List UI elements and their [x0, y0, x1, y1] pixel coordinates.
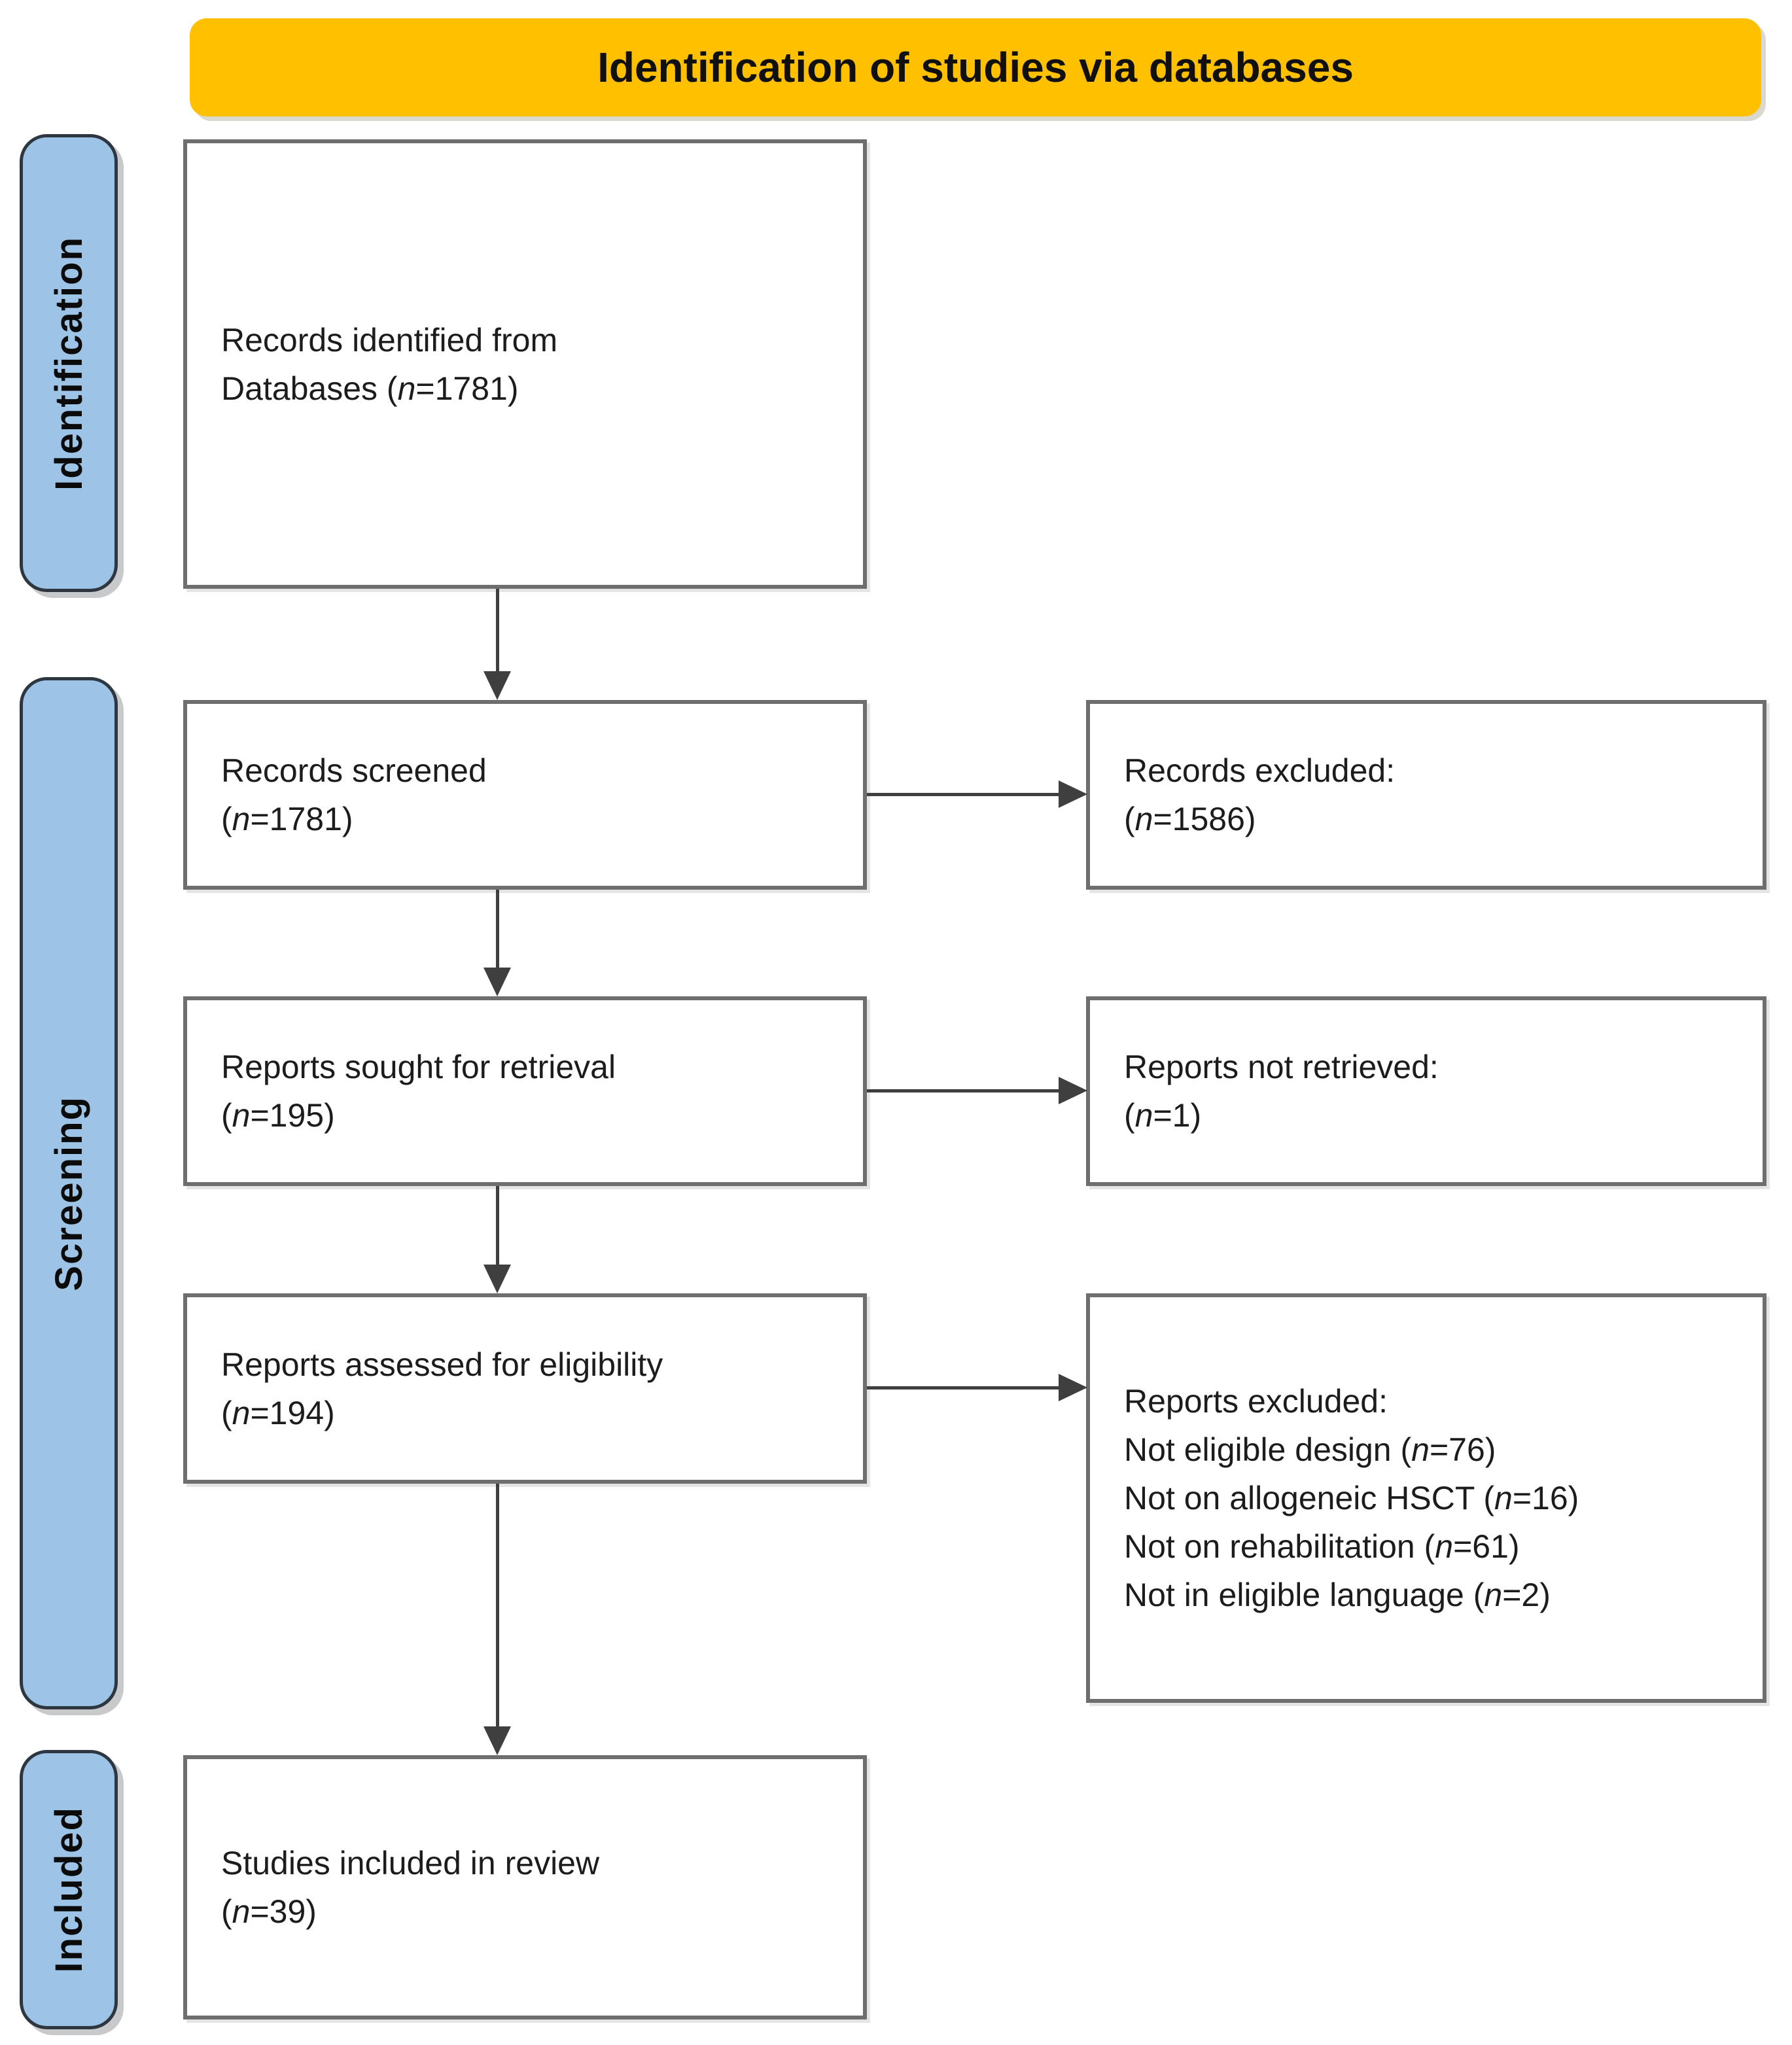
arrowhead-right-icon	[1059, 1077, 1087, 1104]
arrow-line	[867, 1089, 1060, 1092]
arrow-line	[496, 890, 499, 970]
arrow-line	[867, 793, 1060, 796]
box-reports-not-retrieved: Reports not retrieved:(n=1)	[1086, 996, 1766, 1186]
arrowhead-right-icon	[1059, 780, 1087, 808]
box-studies-included-in-review: Studies included in review(n=39)	[183, 1755, 867, 2019]
arrowhead-down-icon	[483, 1726, 511, 1755]
box-reports-excluded: Reports excluded:Not eligible design (n=…	[1086, 1293, 1766, 1703]
box-reports-sought-for-retrieval: Reports sought for retrieval(n=195)	[183, 996, 867, 1186]
box-reports-assessed-for-eligibility: Reports assessed for eligibility(n=194)	[183, 1293, 867, 1484]
stage-label-identification-text: Identification	[47, 236, 90, 491]
stage-label-included: Included	[20, 1750, 118, 2029]
arrow-line	[496, 1186, 499, 1266]
arrow-line	[867, 1386, 1060, 1390]
arrowhead-down-icon	[483, 671, 511, 700]
box-records-excluded: Records excluded:(n=1586)	[1086, 700, 1766, 890]
stage-label-screening-text: Screening	[47, 1095, 90, 1291]
banner-identification-via-databases: Identification of studies via databases	[190, 18, 1761, 116]
stage-label-identification: Identification	[20, 134, 118, 592]
stage-label-screening: Screening	[20, 677, 118, 1709]
box-records-screened: Records screened(n=1781)	[183, 700, 867, 890]
arrowhead-down-icon	[483, 968, 511, 996]
arrow-line	[496, 1484, 499, 1728]
arrowhead-down-icon	[483, 1265, 511, 1293]
stage-label-included-text: Included	[47, 1806, 90, 1973]
arrow-line	[496, 589, 499, 673]
arrowhead-right-icon	[1059, 1374, 1087, 1401]
banner-title: Identification of studies via databases	[597, 44, 1354, 91]
